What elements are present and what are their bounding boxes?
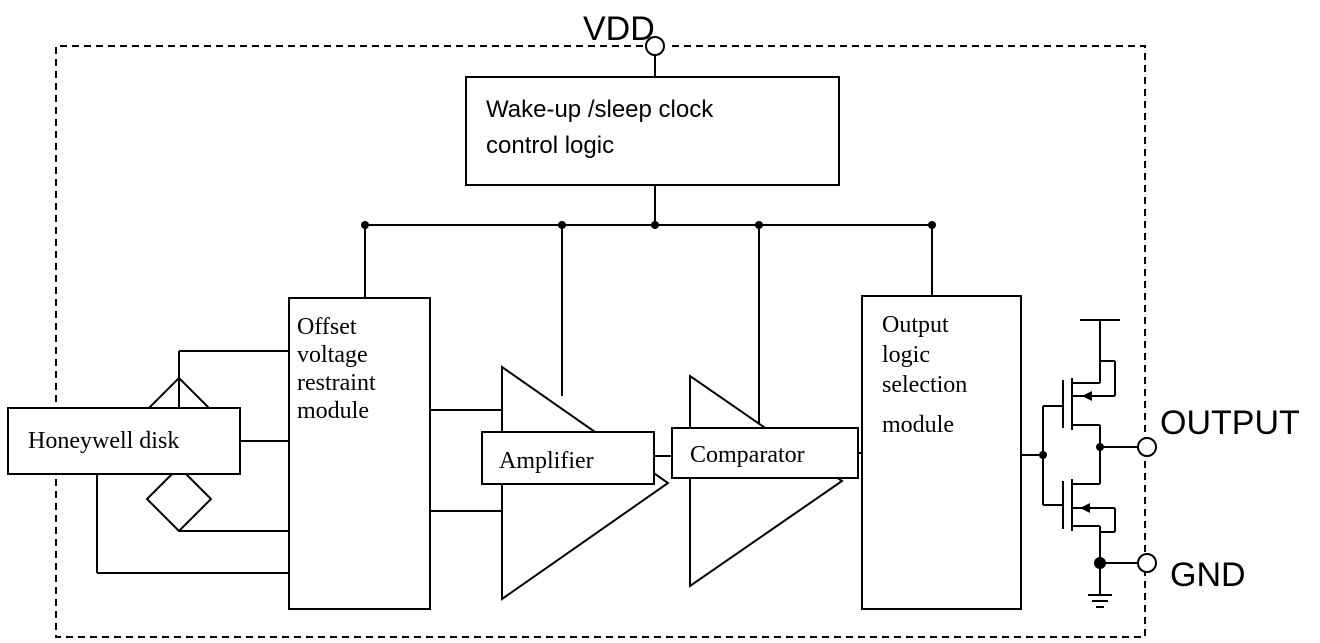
output-label: OUTPUT	[1160, 404, 1300, 442]
chip-boundary	[55, 45, 1146, 638]
gnd-label: GND	[1170, 556, 1246, 594]
output-junction-dots	[1039, 443, 1106, 569]
offset-voltage-label: Offset voltage restraint module	[297, 314, 382, 424]
cmos-arrows	[1080, 391, 1092, 513]
honeywell-disk-block	[7, 407, 241, 475]
amplifier-label: Amplifier	[499, 448, 594, 474]
bus-junction-dots	[361, 221, 936, 229]
bridge-wiring	[96, 350, 289, 574]
comparator-box	[671, 427, 859, 479]
output-logic-block	[861, 295, 1022, 610]
amplifier-box	[481, 431, 655, 485]
output-logic-label: Output logic selection module	[882, 312, 973, 438]
offset-voltage-block	[288, 297, 431, 610]
vdd-label: VDD	[583, 10, 655, 48]
honeywell-disk-label: Honeywell disk	[28, 428, 179, 454]
power-bus	[364, 185, 933, 423]
output-pin	[1137, 437, 1157, 457]
wake-sleep-block	[465, 76, 840, 186]
gnd-pin	[1137, 553, 1157, 573]
comparator-triangle	[689, 374, 844, 588]
comparator-label: Comparator	[690, 442, 805, 468]
wake-sleep-label: Wake-up /sleep clock control logic	[486, 96, 720, 159]
cmos-output-stage	[1021, 319, 1138, 608]
